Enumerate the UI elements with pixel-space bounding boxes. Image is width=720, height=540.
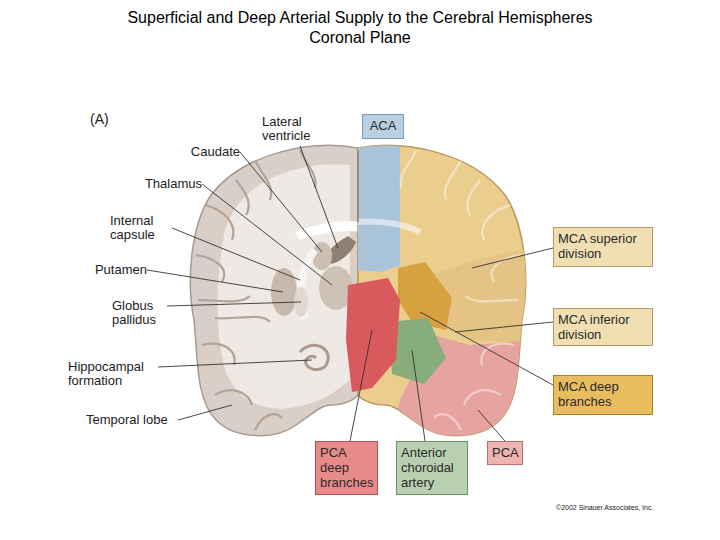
- pca-deep-territory: [346, 278, 400, 392]
- leader-line: [178, 405, 232, 420]
- territory-box: ACA: [362, 114, 404, 139]
- pca-territory: [390, 335, 540, 450]
- longitudinal-fissure: [357, 150, 359, 222]
- territory-box: MCA inferior division: [553, 308, 653, 346]
- box-text: PCA: [492, 445, 518, 460]
- sulcus-line: [467, 180, 480, 215]
- sulcus-line: [205, 205, 233, 240]
- leader-line: [172, 228, 300, 280]
- aca-territory: [358, 130, 400, 272]
- sulcus-line: [215, 390, 252, 405]
- hippocampus-shape: [300, 345, 328, 369]
- structure-label: Putamen: [90, 263, 147, 277]
- territory-box: PCA deep branches: [315, 441, 378, 495]
- sulcus-line: [202, 344, 235, 365]
- sulcus-line: [196, 255, 224, 282]
- copyright-note: ©2002 Sinauer Associates, Inc.: [556, 504, 706, 512]
- leader-line: [412, 350, 425, 441]
- territory-box: PCA: [487, 441, 523, 465]
- structure-label: Lateral ventricle: [262, 115, 324, 143]
- leader-line: [147, 270, 283, 292]
- structure-label: Hippocampal formation: [68, 360, 160, 388]
- sulcus-line: [198, 296, 250, 301]
- sulcus-line: [464, 390, 501, 405]
- sulcus-line: [483, 205, 511, 240]
- box-text: PCA deep branches: [320, 445, 373, 490]
- box-text: ACA: [367, 118, 399, 133]
- box-text: MCA superior division: [558, 231, 648, 261]
- sulcus-line: [445, 160, 461, 200]
- sulcus-line: [434, 414, 461, 430]
- corpus-callosum: [358, 221, 420, 232]
- leader-line: [350, 330, 372, 441]
- leader-line: [420, 312, 553, 385]
- structure-label: Temporal lobe: [86, 413, 180, 427]
- leader-line: [202, 184, 332, 285]
- leader-line: [455, 322, 553, 332]
- sulcus-line: [236, 180, 249, 215]
- sulcus-line: [196, 150, 315, 430]
- putamen-shape: [271, 268, 297, 316]
- leader-line: [167, 302, 301, 306]
- sulcus-line: [466, 296, 518, 301]
- box-text: MCA deep branches: [558, 379, 648, 409]
- sulcus-line: [401, 150, 520, 430]
- territory-box: Anterior choroidal artery: [396, 441, 468, 495]
- territory-box: MCA deep branches: [553, 375, 653, 415]
- leader-line: [147, 146, 553, 441]
- sulcus-line: [401, 150, 416, 188]
- leader-line: [240, 152, 322, 252]
- leader-line: [158, 360, 312, 367]
- lateral-ventricle-shape: [327, 236, 356, 264]
- sulcus-line: [255, 414, 282, 430]
- leader-line: [472, 248, 553, 268]
- panel-letter: (A): [90, 112, 130, 127]
- structure-label: Globus pallidus: [112, 299, 167, 327]
- sulcus-line: [215, 317, 270, 322]
- sulcus-line: [492, 255, 520, 282]
- diagram-title: Superficial and Deep Arterial Supply to …: [100, 8, 620, 48]
- left-hemisphere: [196, 150, 360, 430]
- structure-label: Internal capsule: [110, 214, 172, 242]
- leader-line: [478, 410, 505, 441]
- territory-box: MCA superior division: [553, 227, 653, 267]
- structure-label: Caudate: [180, 145, 240, 159]
- box-text: Anterior choroidal artery: [401, 445, 463, 490]
- box-text: MCA inferior division: [558, 312, 648, 342]
- structure-label: Thalamus: [138, 177, 202, 191]
